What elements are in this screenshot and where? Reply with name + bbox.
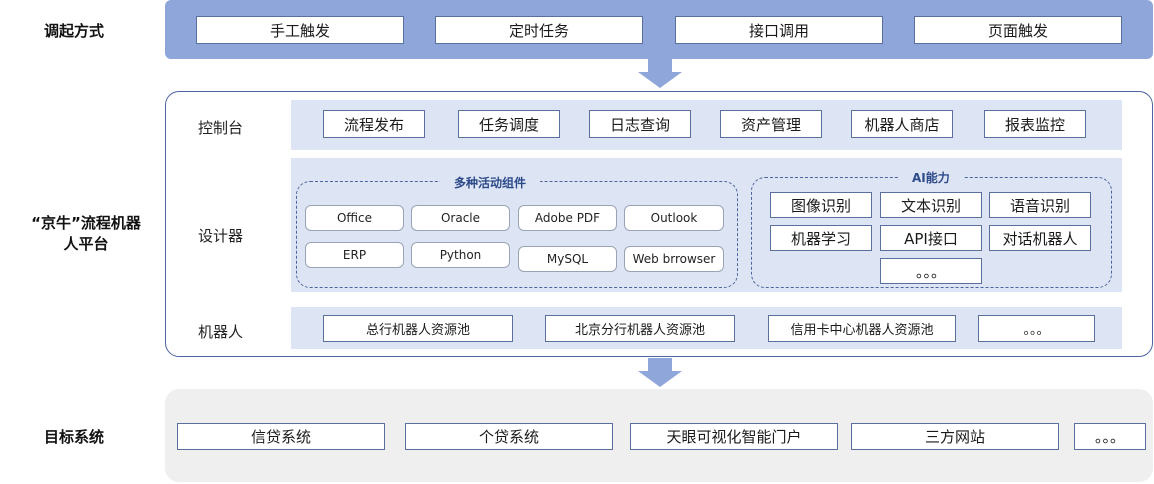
target-third-party-site: 三方网站: [851, 423, 1059, 450]
component-erp: ERP: [305, 242, 404, 268]
invocation-item-manual: 手工触发: [196, 16, 404, 44]
target-personal-loan: 个贷系统: [405, 423, 613, 450]
console-item-report: 报表监控: [984, 110, 1086, 138]
designer-label: 设计器: [198, 227, 244, 245]
robot-pool-beijing: 北京分行机器人资源池: [545, 315, 735, 342]
robot-pool-head-office: 总行机器人资源池: [323, 315, 513, 342]
console-item-store: 机器人商店: [851, 110, 953, 138]
targets-label: 目标系统: [44, 428, 105, 446]
ai-item-text: 文本识别: [880, 192, 982, 218]
console-item-log: 日志查询: [589, 110, 691, 138]
target-tianyan-portal: 天眼可视化智能门户: [630, 423, 838, 450]
console-label: 控制台: [198, 119, 244, 137]
ai-item-more: 。。。: [880, 258, 982, 284]
component-office: Office: [305, 205, 404, 231]
components-title: 多种活动组件: [440, 174, 541, 191]
ai-item-api: API接口: [880, 225, 982, 251]
invocation-item-api: 接口调用: [675, 16, 883, 44]
robot-label: 机器人: [198, 323, 244, 341]
console-item-asset: 资产管理: [720, 110, 822, 138]
component-oracle: Oracle: [411, 205, 510, 231]
down-arrow-icon: [638, 358, 682, 387]
ai-title: AI能力: [898, 169, 964, 186]
ai-item-voice: 语音识别: [989, 192, 1091, 218]
invocation-item-page: 页面触发: [914, 16, 1122, 44]
component-python: Python: [411, 242, 510, 268]
target-credit-system: 信贷系统: [177, 423, 385, 450]
robot-pool-credit-card: 信用卡中心机器人资源池: [768, 315, 956, 342]
robot-pool-more: 。。。: [978, 315, 1095, 342]
invocation-item-scheduled: 定时任务: [435, 16, 643, 44]
invocation-label: 调起方式: [44, 22, 105, 40]
ai-item-ml: 机器学习: [770, 225, 872, 251]
platform-label: “京牛”流程机器人平台: [31, 214, 141, 253]
component-outlook: Outlook: [624, 205, 724, 231]
down-arrow-icon: [638, 59, 682, 88]
component-adobe-pdf: Adobe PDF: [518, 205, 617, 231]
target-more: 。。。: [1074, 423, 1146, 450]
console-item-schedule: 任务调度: [458, 110, 560, 138]
console-band: [291, 100, 1122, 150]
ai-item-image: 图像识别: [770, 192, 872, 218]
console-item-publish: 流程发布: [323, 110, 425, 138]
ai-item-chatbot: 对话机器人: [989, 225, 1091, 251]
component-mysql: MySQL: [518, 246, 617, 272]
component-web-browser: Web brrowser: [624, 246, 724, 272]
